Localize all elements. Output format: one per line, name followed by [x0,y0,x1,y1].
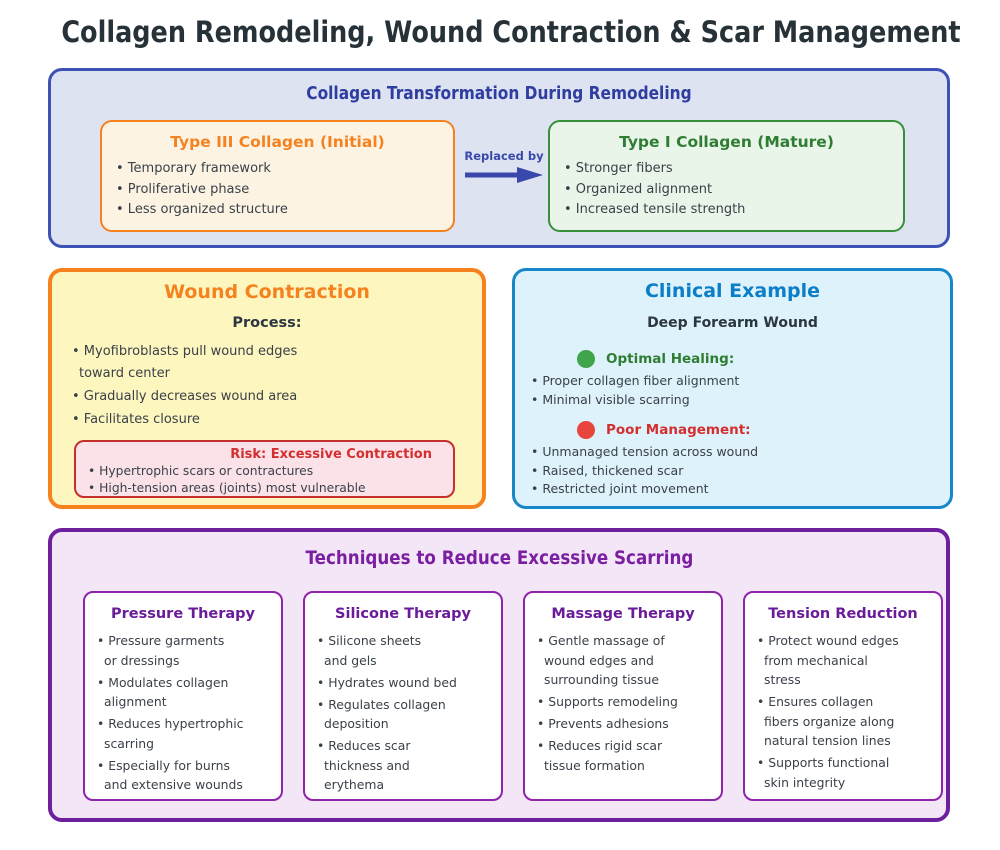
card-silicone-therapy: Silicone Therapy • Silicone sheets and g… [303,591,503,801]
poor-management-label: Poor Management: [606,422,751,438]
replaced-by-arrow: Replaced by [462,149,546,184]
bullet-line: • Gradually decreases wound area [72,389,298,404]
bullet-line: • Increased tensile strength [564,202,746,217]
bullet-line: • Hydrates wound bed [317,674,457,690]
optimal-healing-label: Optimal Healing: [606,351,735,367]
section-collagen-transformation: Collagen Transformation During Remodelin… [48,68,950,248]
poor-bullet-list: • Unmanaged tension across wound • Raise… [531,443,950,499]
bullet-line: • Gentle massage of [537,633,665,648]
bullet-line: • Facilitates closure [72,412,200,427]
bullet-line: • Supports remodeling [537,694,678,709]
bullet-line-continuation: erythema [324,777,385,792]
techniques-heading: Techniques to Reduce Excessive Scarring [52,547,946,569]
bullet-line-continuation: surrounding tissue [544,672,659,687]
bullet-line: • Hypertrophic scars or contractures [88,464,314,478]
section-wound-contraction: Wound Contraction Process: • Myofibrobla… [48,268,486,509]
replaced-by-label: Replaced by [464,149,544,163]
bullet-line: • High-tension areas (joints) most vulne… [88,480,366,495]
card-bullet-list: • Gentle massage of wound edges and surr… [537,631,721,775]
bullet-line-continuation: or dressings [104,652,180,668]
poor-management-header: Poor Management: [577,421,950,439]
bullet-line-continuation: natural tension lines [764,733,891,748]
card-bullet-list: • Pressure garments or dressings • Modul… [97,631,281,795]
process-subtitle: Process: [232,315,302,331]
card-massage-therapy: Massage Therapy • Gentle massage of woun… [523,591,723,801]
right-arrow-icon [465,167,543,183]
wound-bullet-list: • Myofibroblasts pull wound edges toward… [72,340,482,431]
transformation-heading: Collagen Transformation During Remodelin… [51,84,947,104]
risk-title: Risk: Excessive Contraction [230,447,432,462]
type3-title: Type III Collagen (Initial) [170,133,385,151]
bullet-line: • Silicone sheets [317,633,422,648]
bullet-line: • Regulates collagen [317,696,446,712]
bullet-line: • Organized alignment [564,181,713,197]
bullet-line: • Pressure garments [97,633,225,648]
bullet-line: • Reduces rigid scar [537,738,663,753]
bullet-line: • Proper collagen fiber alignment [531,373,740,388]
card-bullet-list: • Silicone sheets and gels • Hydrates wo… [317,631,501,795]
bullet-line: • Supports functional [757,755,890,770]
card-title: Pressure Therapy [110,606,256,622]
optimal-healing-header: Optimal Healing: [577,350,950,368]
type3-bullet-list: • Temporary framework • Proliferative ph… [116,159,453,221]
bullet-line: • Unmanaged tension across wound [531,444,759,459]
type1-title: Type I Collagen (Mature) [619,133,834,151]
bullet-line: • Proliferative phase [116,181,250,197]
page-title: Collagen Remodeling, Wound Contraction &… [0,15,1000,49]
bullet-line-continuation: skin integrity [764,774,846,790]
bullet-line: • Ensures collagen [757,694,874,709]
bullet-line-continuation: from mechanical [764,652,868,668]
bullet-line-continuation: and extensive wounds [104,777,243,792]
clinical-example-title: Clinical Example [644,280,821,302]
card-bullet-list: • Protect wound edges from mechanical st… [757,631,941,792]
clinical-subtitle: Deep Forearm Wound [647,315,818,331]
optimal-bullet-list: • Proper collagen fiber alignment • Mini… [531,372,950,409]
bullet-line-continuation: wound edges and [544,652,654,668]
card-title: Massage Therapy [551,606,695,622]
techniques-heading-text: Techniques to Reduce Excessive Scarring [305,547,693,569]
bullet-line-continuation: fibers organize along [764,713,895,729]
page-title-text: Collagen Remodeling, Wound Contraction &… [61,15,961,49]
technique-cards-row: Pressure Therapy • Pressure garments or … [83,591,943,801]
card-tension-reduction: Tension Reduction • Protect wound edges … [743,591,943,801]
bullet-line: • Minimal visible scarring [531,391,690,407]
bullet-line: • Less organized structure [116,202,288,217]
card-pressure-therapy: Pressure Therapy • Pressure garments or … [83,591,283,801]
bullet-line: • Myofibroblasts pull wound edges [72,344,298,359]
type1-bullet-list: • Stronger fibers • Organized alignment … [564,159,903,221]
red-dot-icon [577,421,595,439]
bullet-line: • Restricted joint movement [531,481,709,496]
bullet-line: • Modulates collagen [97,674,229,690]
bullet-line-continuation: and gels [324,652,377,668]
bullet-line: • Prevents adhesions [537,716,669,731]
wound-contraction-title: Wound Contraction [164,281,370,303]
bullet-line-continuation: tissue formation [544,757,645,773]
risk-bullet-list: • Hypertrophic scars or contractures • H… [88,463,453,496]
card-title: Tension Reduction [768,606,918,622]
bullet-line: • Reduces hypertrophic [97,716,244,731]
bullet-line: • Protect wound edges [757,633,899,648]
bullet-line-continuation: deposition [324,716,389,731]
section-clinical-example: Clinical Example Deep Forearm Wound Opti… [512,268,953,509]
risk-excessive-contraction-box: Risk: Excessive Contraction • Hypertroph… [74,440,455,498]
transformation-heading-text: Collagen Transformation During Remodelin… [306,84,692,104]
bullet-line: • Stronger fibers [564,161,673,176]
bullet-line-continuation: thickness and [324,757,410,773]
green-dot-icon [577,350,595,368]
bullet-line-continuation: toward center [79,366,170,381]
type1-collagen-box: Type I Collagen (Mature) • Stronger fibe… [548,120,905,232]
bullet-line-continuation: alignment [104,694,167,709]
bullet-line: • Reduces scar [317,738,411,753]
section-techniques: Techniques to Reduce Excessive Scarring … [48,528,950,822]
card-title: Silicone Therapy [335,606,471,622]
type3-collagen-box: Type III Collagen (Initial) • Temporary … [100,120,455,232]
bullet-line-continuation: scarring [104,735,154,751]
bullet-line: • Raised, thickened scar [531,462,684,478]
bullet-line-continuation: stress [764,672,801,687]
bullet-line: • Temporary framework [116,161,271,176]
bullet-line: • Especially for burns [97,757,230,773]
